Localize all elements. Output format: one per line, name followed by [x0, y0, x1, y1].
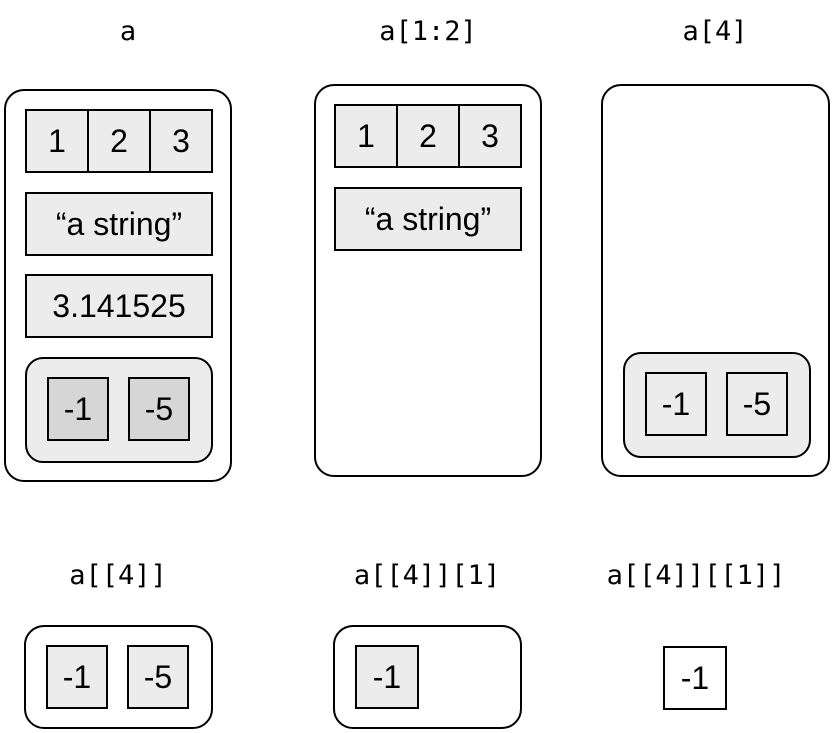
label-a-dbl-4-dbl-1: a[[4]][[1]] [606, 560, 786, 591]
list-a-dbl-4: -1 -5 [24, 625, 213, 729]
vector-1-2-3: 1 2 3 [25, 109, 213, 173]
vector-cell: 3 [172, 122, 190, 159]
label-a-1-2: a[1:2] [379, 16, 477, 47]
nested-cell: -5 [128, 377, 190, 441]
label-a-dbl-4-1: a[[4]][1] [353, 560, 501, 591]
list-a-1-2: 1 2 3 “a string” [314, 84, 542, 477]
list-a-dbl-4-1: -1 [333, 625, 522, 729]
nested-list: -1 -5 [25, 357, 213, 463]
vector-1-2-3: 1 2 3 [334, 104, 522, 168]
nested-cell: -5 [726, 372, 788, 436]
nested-cell: -1 [645, 372, 707, 436]
label-a-dbl-4: a[[4]] [69, 560, 167, 591]
label-a: a [119, 16, 137, 47]
list-a: 1 2 3 “a string” 3.141525 -1 -5 [4, 89, 232, 482]
nested-cell: -1 [46, 645, 108, 709]
nested-list: -1 -5 [623, 352, 811, 458]
list-a-4: -1 -5 [601, 84, 830, 477]
vector-cell: 2 [89, 111, 151, 171]
vector-cell: 1 [336, 106, 398, 166]
label-a-4: a[4] [682, 16, 748, 47]
vector-cell: 3 [481, 117, 499, 154]
nested-cell: -1 [47, 377, 109, 441]
number-element: 3.141525 [25, 274, 213, 338]
string-element: “a string” [25, 192, 213, 256]
nested-cell: -5 [127, 645, 189, 709]
string-element: “a string” [334, 187, 522, 251]
vector-cell: 2 [398, 106, 460, 166]
vector-cell: 1 [27, 111, 89, 171]
scalar-element: -1 [663, 646, 727, 710]
nested-cell: -1 [355, 645, 419, 709]
